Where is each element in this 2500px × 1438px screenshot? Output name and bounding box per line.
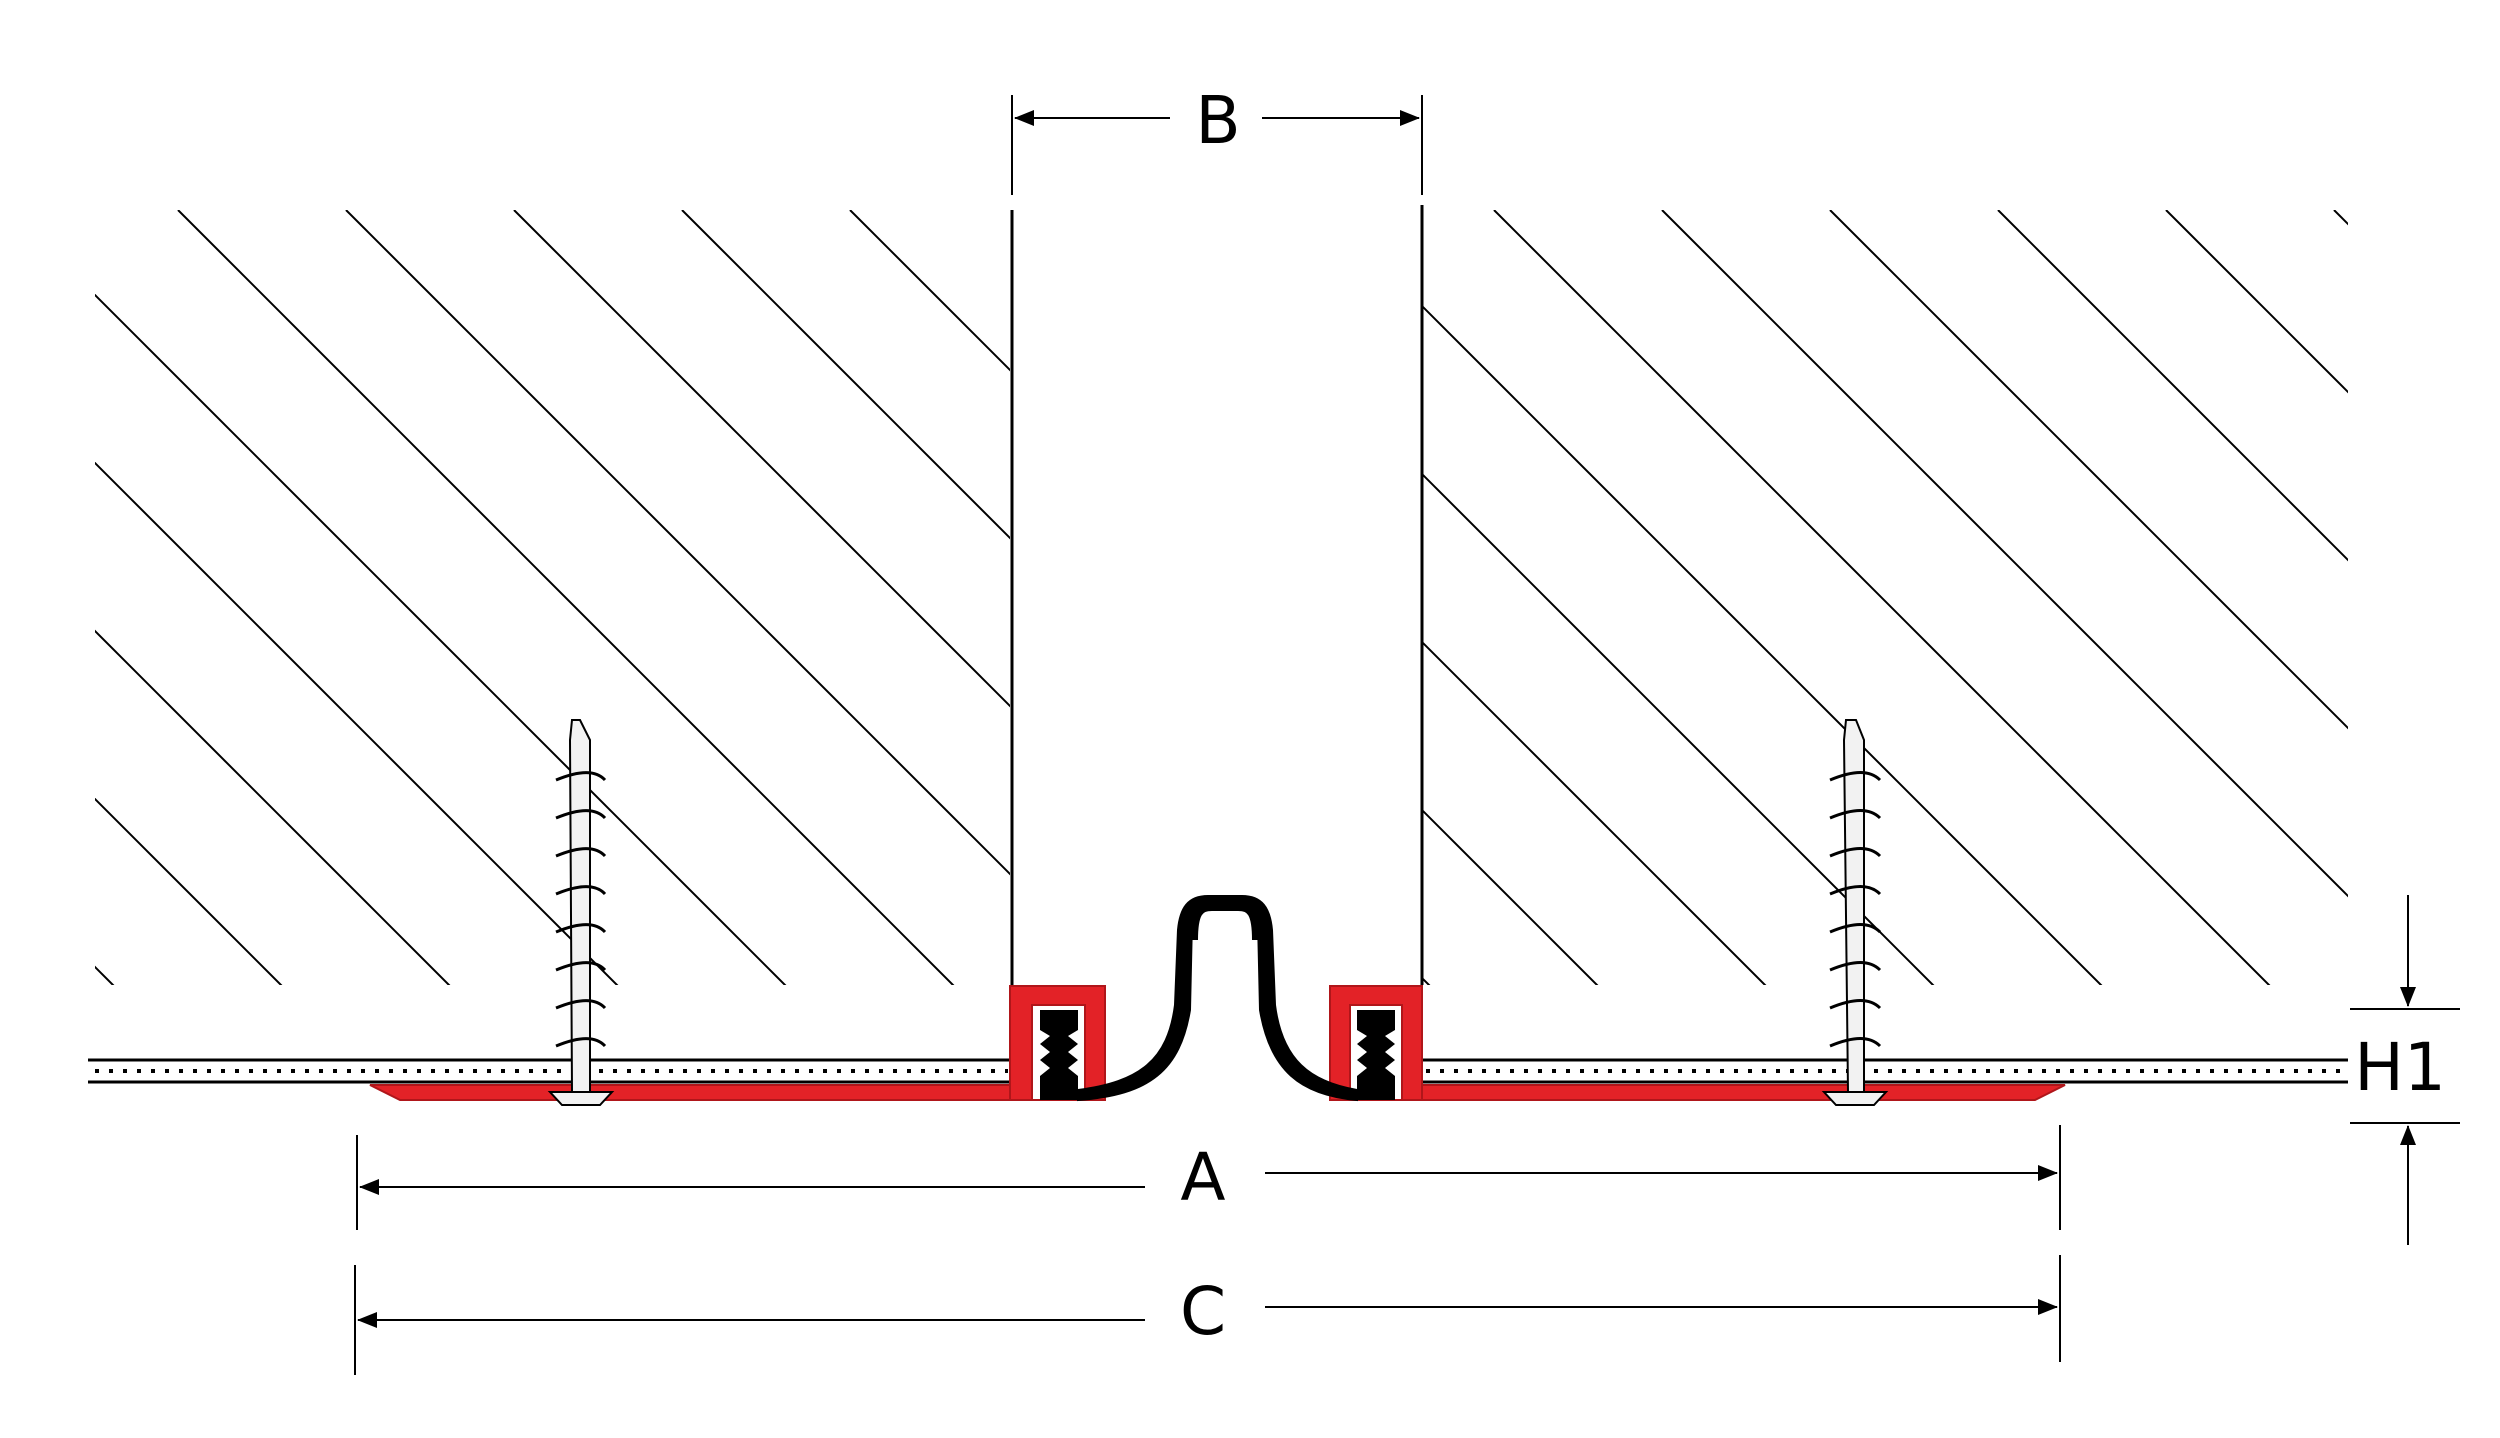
bedding-layer-left: [88, 1058, 1012, 1084]
left-concrete-slab-hatching: [0, 210, 2500, 1060]
hatch-line: [1422, 210, 2009, 985]
hatch-line: [1422, 210, 1505, 985]
hatch-line: [1354, 210, 2204, 1060]
dimension-a: [356, 1125, 2061, 1230]
left-screw: [547, 719, 615, 1106]
hatch-line: [95, 210, 525, 985]
hatch-line: [1422, 210, 1673, 985]
hatch-line: [345, 210, 1010, 985]
left-rubber-insert: [1040, 1010, 1078, 1100]
hatch-line: [1690, 210, 2500, 1060]
hatch-line: [0, 210, 20, 1060]
hatch-line: [95, 210, 861, 985]
hatch-line: [849, 210, 1010, 985]
hatch-line: [0, 210, 832, 1060]
hatch-line: [1422, 210, 2177, 985]
left-anchor-flange: [369, 1084, 1013, 1101]
dimension-c: [354, 1255, 2061, 1375]
bedding-layer-right: [1422, 1058, 2348, 1084]
hatch-line: [513, 210, 1010, 985]
dimension-h1: [2350, 895, 2460, 1245]
dimension-label-c: C: [1180, 1273, 1226, 1350]
hatch-line: [681, 210, 1010, 985]
hatch-line: [1493, 210, 2345, 985]
hatch-line: [177, 210, 1010, 985]
right-screw: [1821, 719, 1889, 1106]
hatch-line: [1522, 210, 2372, 1060]
hatch-line: [95, 210, 357, 985]
hatch-line: [1997, 210, 2348, 985]
hatch-line: [95, 210, 693, 985]
hatch-line: [0, 210, 496, 1060]
bellows-top-loop: [1186, 899, 1264, 941]
dimension-label-h1: H1: [2354, 1029, 2446, 1106]
hatch-line: [1829, 210, 2348, 985]
hatch-line: [2165, 210, 2348, 985]
dimension-label-a: A: [1180, 1139, 1225, 1216]
hatch-line: [2333, 210, 2348, 985]
dimension-b: [1011, 95, 1423, 195]
hatch-line: [1858, 210, 2500, 1060]
right-concrete-slab-hatching: [0, 210, 2348, 1060]
hatch-line: [95, 210, 189, 985]
dimension-label-b: B: [1195, 82, 1240, 159]
hatch-line: [1186, 210, 2036, 1060]
right-anchor-flange: [1421, 1084, 2066, 1101]
hatch-line: [1018, 210, 1868, 1060]
hatch-line: [486, 210, 1336, 1060]
hatch-line: [1422, 210, 1841, 985]
right-rubber-insert: [1357, 1010, 1395, 1100]
hatch-line: [1661, 210, 2348, 985]
flexible-bellows-seal: [1077, 895, 1358, 1102]
hatch-line: [318, 210, 1168, 1060]
